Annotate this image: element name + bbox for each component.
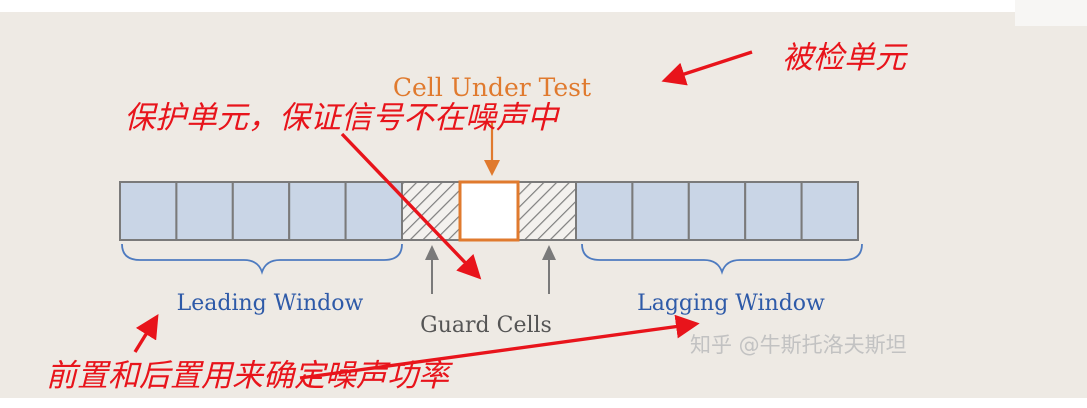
lagging-cell-4 [744, 181, 803, 241]
lagging-cell-3 [687, 181, 747, 241]
annotation-arrow-cut [661, 50, 753, 86]
cut-arrow-head [484, 160, 500, 176]
lagging-brace [581, 243, 863, 275]
leading-cell-3 [231, 181, 291, 241]
guard-cell-1 [401, 181, 461, 241]
guard-cell-2 [517, 181, 577, 241]
leading-cell-5 [344, 181, 404, 241]
leading-brace [121, 243, 403, 275]
lagging-window-label: Lagging Window [637, 291, 825, 316]
annotation-window: 前置和后置用来确定噪声功率 [46, 358, 453, 394]
guard-arrow-right-head [542, 245, 556, 260]
bottom-margin [0, 398, 1087, 408]
guard-arrow-left-head [425, 245, 439, 260]
cut-label: Cell Under Test [393, 73, 591, 102]
guard-cells-label: Guard Cells [420, 313, 552, 338]
watermark-text: 知乎 @牛斯托洛夫斯坦 [690, 333, 907, 357]
leading-cell-4 [288, 181, 347, 241]
annotation-arrow-lagging [299, 314, 700, 380]
cell-under-test [458, 180, 520, 242]
cell-row [119, 180, 859, 242]
top-margin [0, 0, 1087, 12]
lagging-cell-5 [800, 181, 859, 241]
lagging-cell-1 [575, 181, 634, 241]
leading-cell-1 [119, 181, 178, 241]
lagging-cell-2 [631, 181, 690, 241]
corner-panel [1015, 0, 1087, 26]
annotation-arrow-leading [133, 313, 159, 353]
annotation-cut: 被检单元 [782, 40, 908, 76]
annotation-arrow-guard [340, 132, 482, 280]
annotation-guard: 保护单元，保证信号不在噪声中 [124, 100, 561, 136]
leading-window-label: Leading Window [177, 291, 364, 316]
leading-cell-2 [175, 181, 234, 241]
